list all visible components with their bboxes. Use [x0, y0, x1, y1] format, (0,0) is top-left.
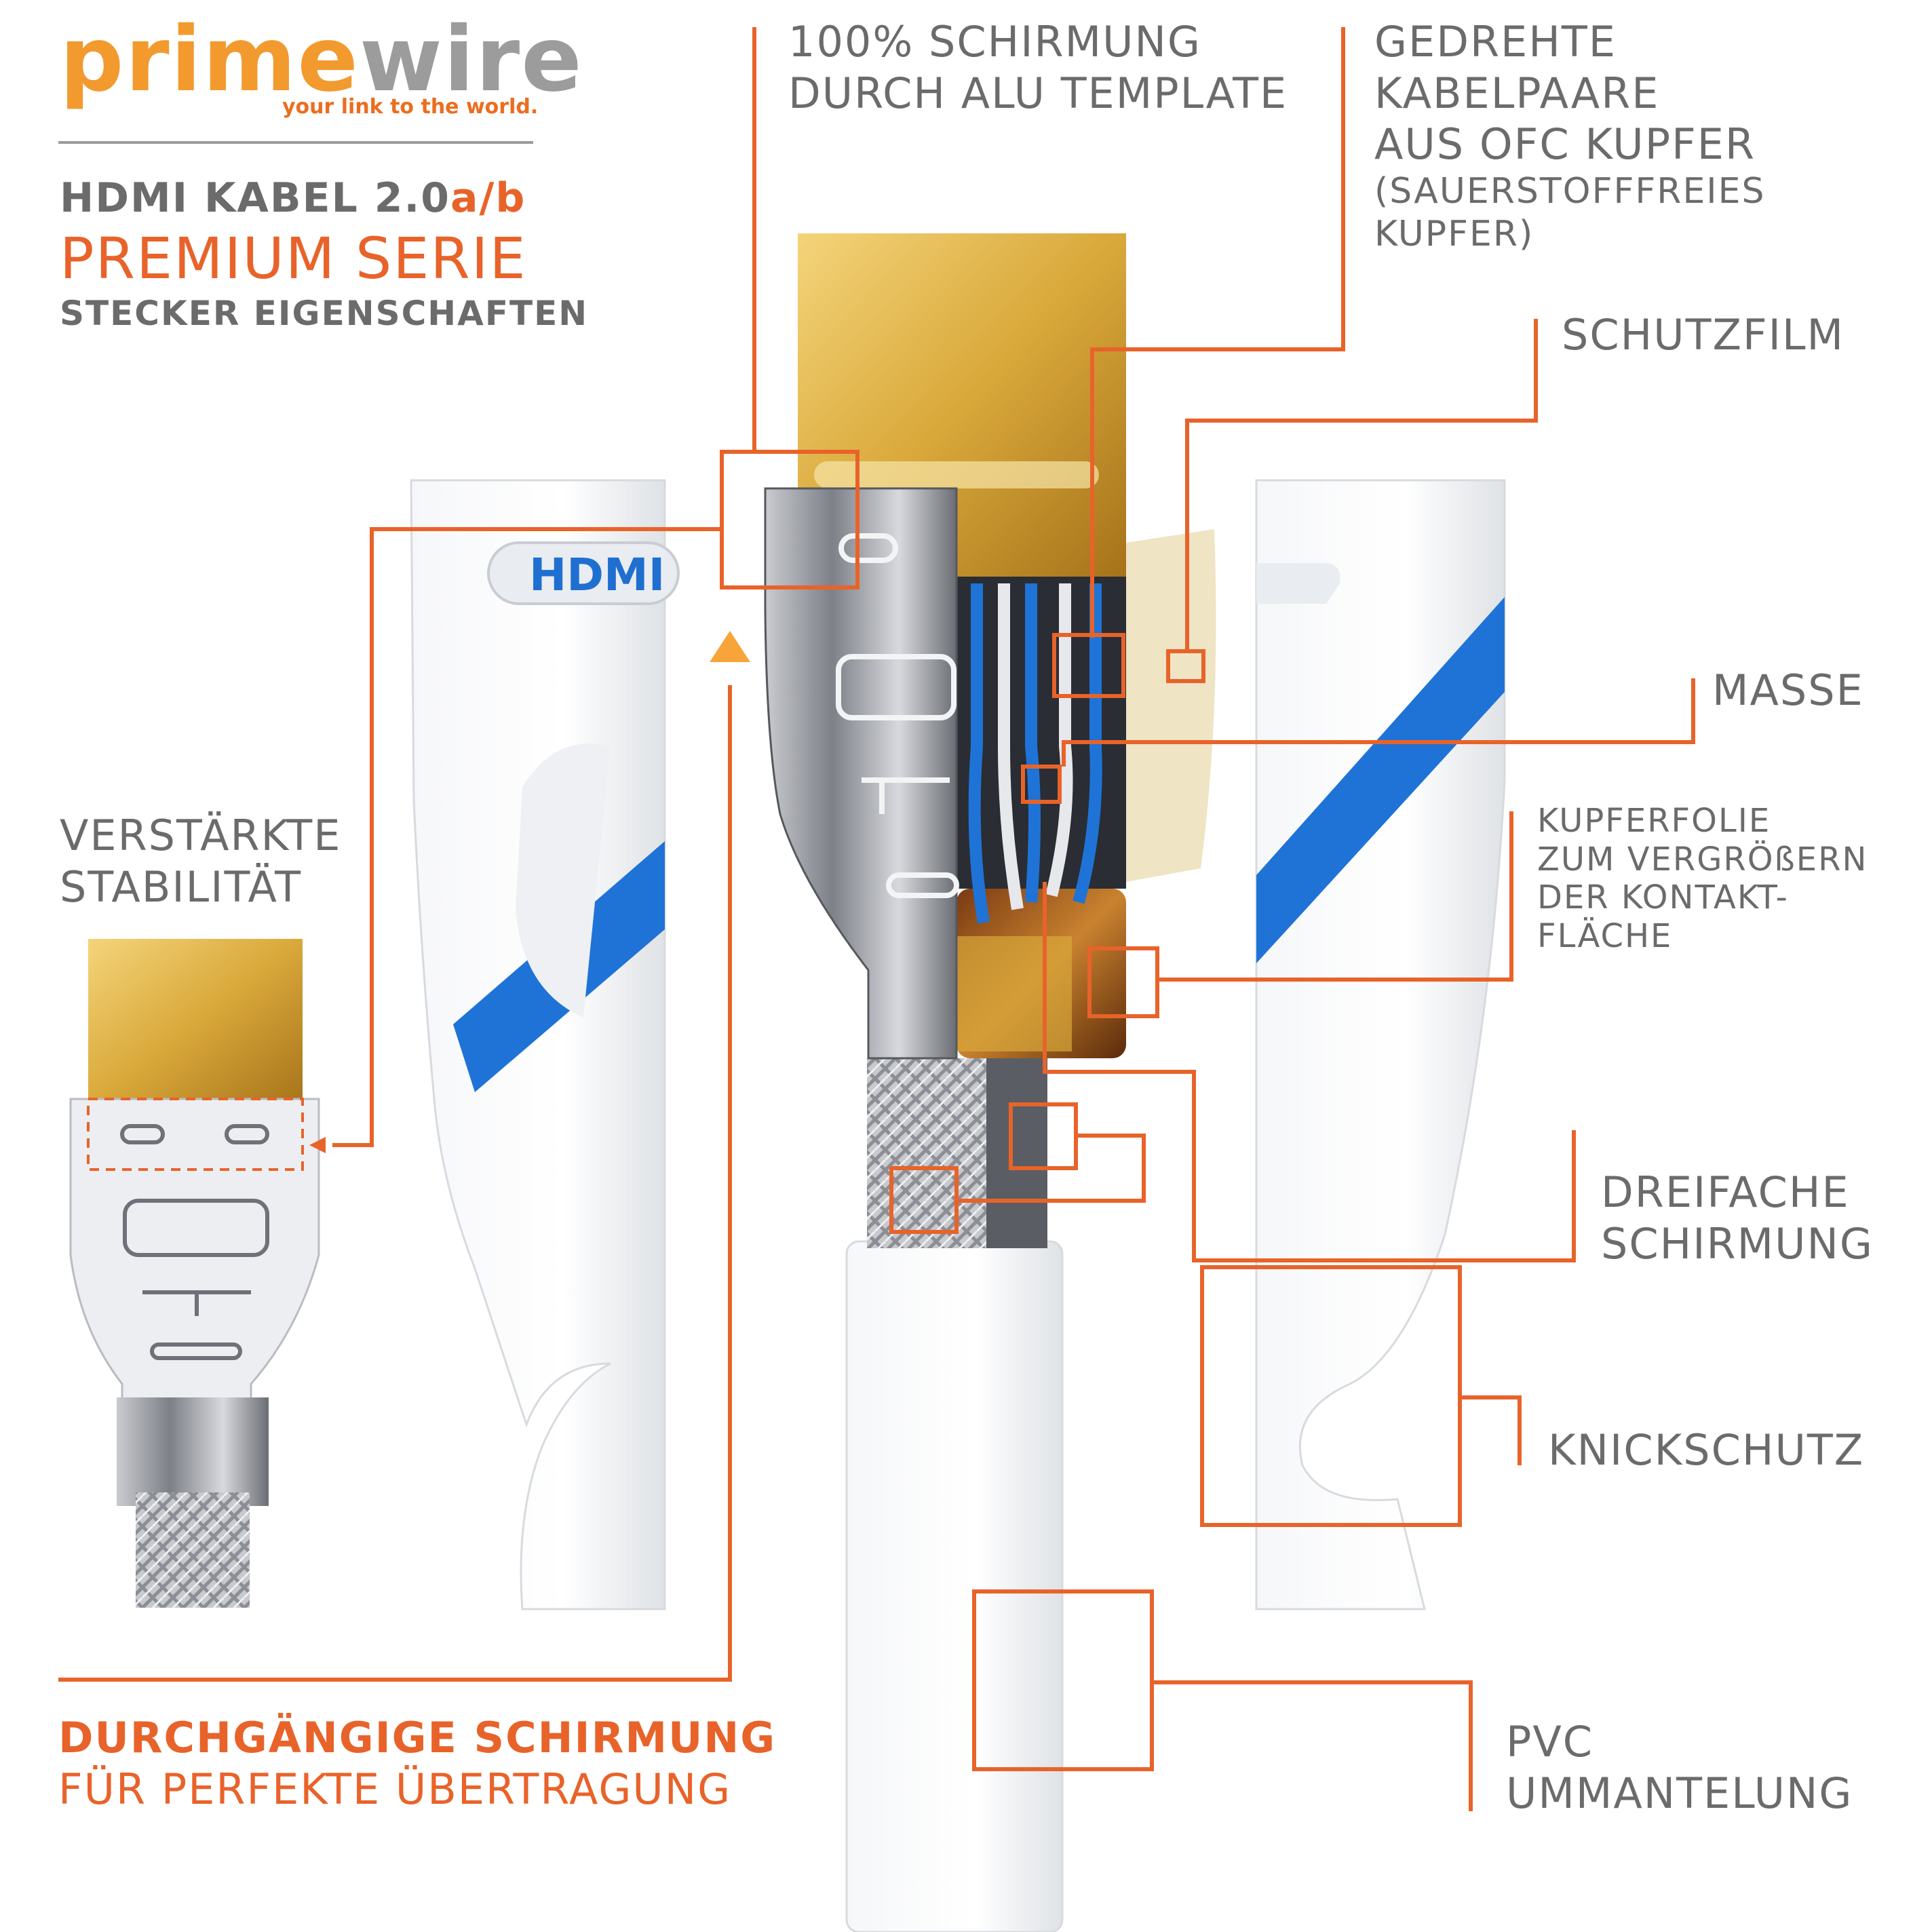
series-title: PREMIUM SERIE [60, 225, 527, 292]
housing-logo-text: HDMI [529, 549, 665, 601]
brand-name-part2: wire [359, 7, 583, 112]
subtitle: STECKER EIGENSCHAFTEN [60, 294, 589, 333]
label-protective-film: SCHUTZFILM [1562, 310, 1844, 360]
chrome-housing [764, 487, 958, 1060]
label-shielding-alu: 100% SCHIRMUNG DURCH ALU TEMPLATE [788, 17, 1288, 118]
label-continuous-shielding: DURCHGÄNGIGE SCHIRMUNG [58, 1713, 777, 1762]
brand-tagline: your link to the world. [282, 95, 539, 119]
label-bend-protection: KNICKSCHUTZ [1548, 1425, 1865, 1475]
left-housing-shell: HDMI [410, 479, 680, 1610]
braid-shield [867, 1058, 986, 1248]
pvc-jacket [845, 1240, 1064, 1932]
label-reinforced: VERSTÄRKTE STABILITÄT [60, 811, 342, 912]
brand-name-part1: prime [60, 7, 360, 112]
small-connector [69, 939, 320, 1608]
label-twisted-pairs: GEDREHTE KABELPAARE AUS OFC KUPFER (SAUE… [1374, 17, 1766, 255]
product-line: HDMI KABEL 2.0a/b [60, 174, 526, 223]
protective-film [1126, 529, 1216, 882]
label-ground: MASSE [1712, 665, 1864, 715]
label-copper-foil: KUPFERFOLIE ZUM VERGRÖßERN DER KONTAKT- … [1537, 802, 1868, 955]
right-housing-shell [1255, 479, 1506, 1610]
label-pvc-jacket: PVC UMMANTELUNG [1506, 1717, 1853, 1818]
product-line-suffix: a/b [450, 174, 526, 222]
product-line-prefix: HDMI KABEL 2.0 [60, 174, 450, 222]
label-transmission: FÜR PERFEKTE ÜBERTRAGUNG [58, 1764, 732, 1814]
brand-logo: primewire [60, 15, 583, 104]
label-triple-shielding: DREIFACHE SCHIRMUNG [1601, 1167, 1874, 1269]
